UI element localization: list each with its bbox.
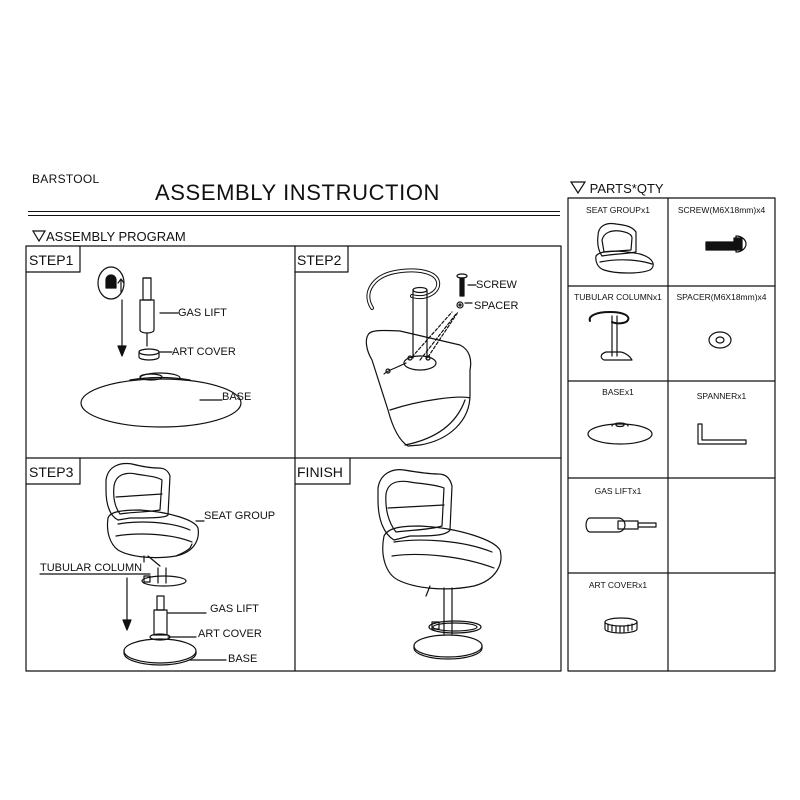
seat-group-icon — [595, 222, 654, 274]
step2-illustration — [365, 268, 477, 447]
spanner-icon — [697, 423, 747, 445]
step3-illustration — [39, 462, 227, 666]
program-heading: ASSEMBLY PROGRAM — [31, 229, 186, 244]
step1-label-gas-lift: GAS LIFT — [178, 307, 227, 319]
title-rule-top — [28, 211, 560, 212]
base-icon — [587, 422, 653, 445]
step3-label-gas-lift: GAS LIFT — [210, 603, 259, 615]
part-label-gas-lift: GAS LIFTx1 — [594, 486, 642, 496]
part-label-tubular-column: TUBULAR COLUMNx1 — [574, 292, 662, 302]
gas-lift-icon — [585, 517, 657, 533]
finish-tag: FINISH — [297, 464, 343, 480]
part-label-seat-group: SEAT GROUPx1 — [586, 205, 650, 215]
part-label-base: BASEx1 — [602, 387, 634, 397]
finish-illustration — [377, 469, 502, 660]
triangle-down-icon — [569, 181, 587, 195]
art-cover-icon — [604, 617, 638, 634]
step3-label-base: BASE — [228, 653, 258, 665]
spacer-icon — [708, 331, 732, 349]
step2-tag: STEP2 — [297, 252, 342, 268]
step1-label-art-cover: ART COVER — [172, 346, 236, 358]
screw-icon — [705, 235, 747, 253]
parts-heading: PARTS*QTY — [569, 181, 664, 196]
finish-tag-box — [294, 457, 351, 485]
step3-label-seat-group: SEAT GROUP — [204, 510, 276, 522]
step3-label-tubular-column: TUBULAR COLUMN — [40, 562, 143, 574]
step3-label-art-cover: ART COVER — [198, 628, 262, 640]
document-label: BARSTOOL — [32, 172, 100, 186]
program-heading-text: ASSEMBLY PROGRAM — [46, 229, 186, 244]
step2-tag-box — [294, 245, 349, 273]
step2-label-screw: SCREW — [476, 279, 517, 291]
triangle-down-icon — [31, 230, 47, 243]
parts-frame — [567, 197, 776, 672]
step1-tag: STEP1 — [29, 252, 74, 268]
step3-tag: STEP3 — [29, 464, 74, 480]
step1-tag-box — [25, 245, 81, 273]
part-label-spacer: SPACER(M6X18mm)x4 — [676, 292, 767, 302]
title-rule-bottom — [28, 215, 560, 216]
step3-tag-box — [25, 457, 81, 485]
page-title: ASSEMBLY INSTRUCTION — [155, 180, 441, 205]
parts-heading-text: PARTS*QTY — [589, 181, 664, 196]
part-label-spanner: SPANNERx1 — [696, 391, 747, 401]
part-label-screw: SCREW(M6X18mm)x4 — [677, 205, 766, 215]
step1-label-base: BASE — [222, 391, 252, 403]
step2-label-spacer: SPACER — [474, 300, 519, 312]
tubular-column-icon — [588, 311, 633, 361]
part-label-art-cover: ART COVERx1 — [588, 580, 648, 590]
step1-illustration — [80, 266, 242, 428]
